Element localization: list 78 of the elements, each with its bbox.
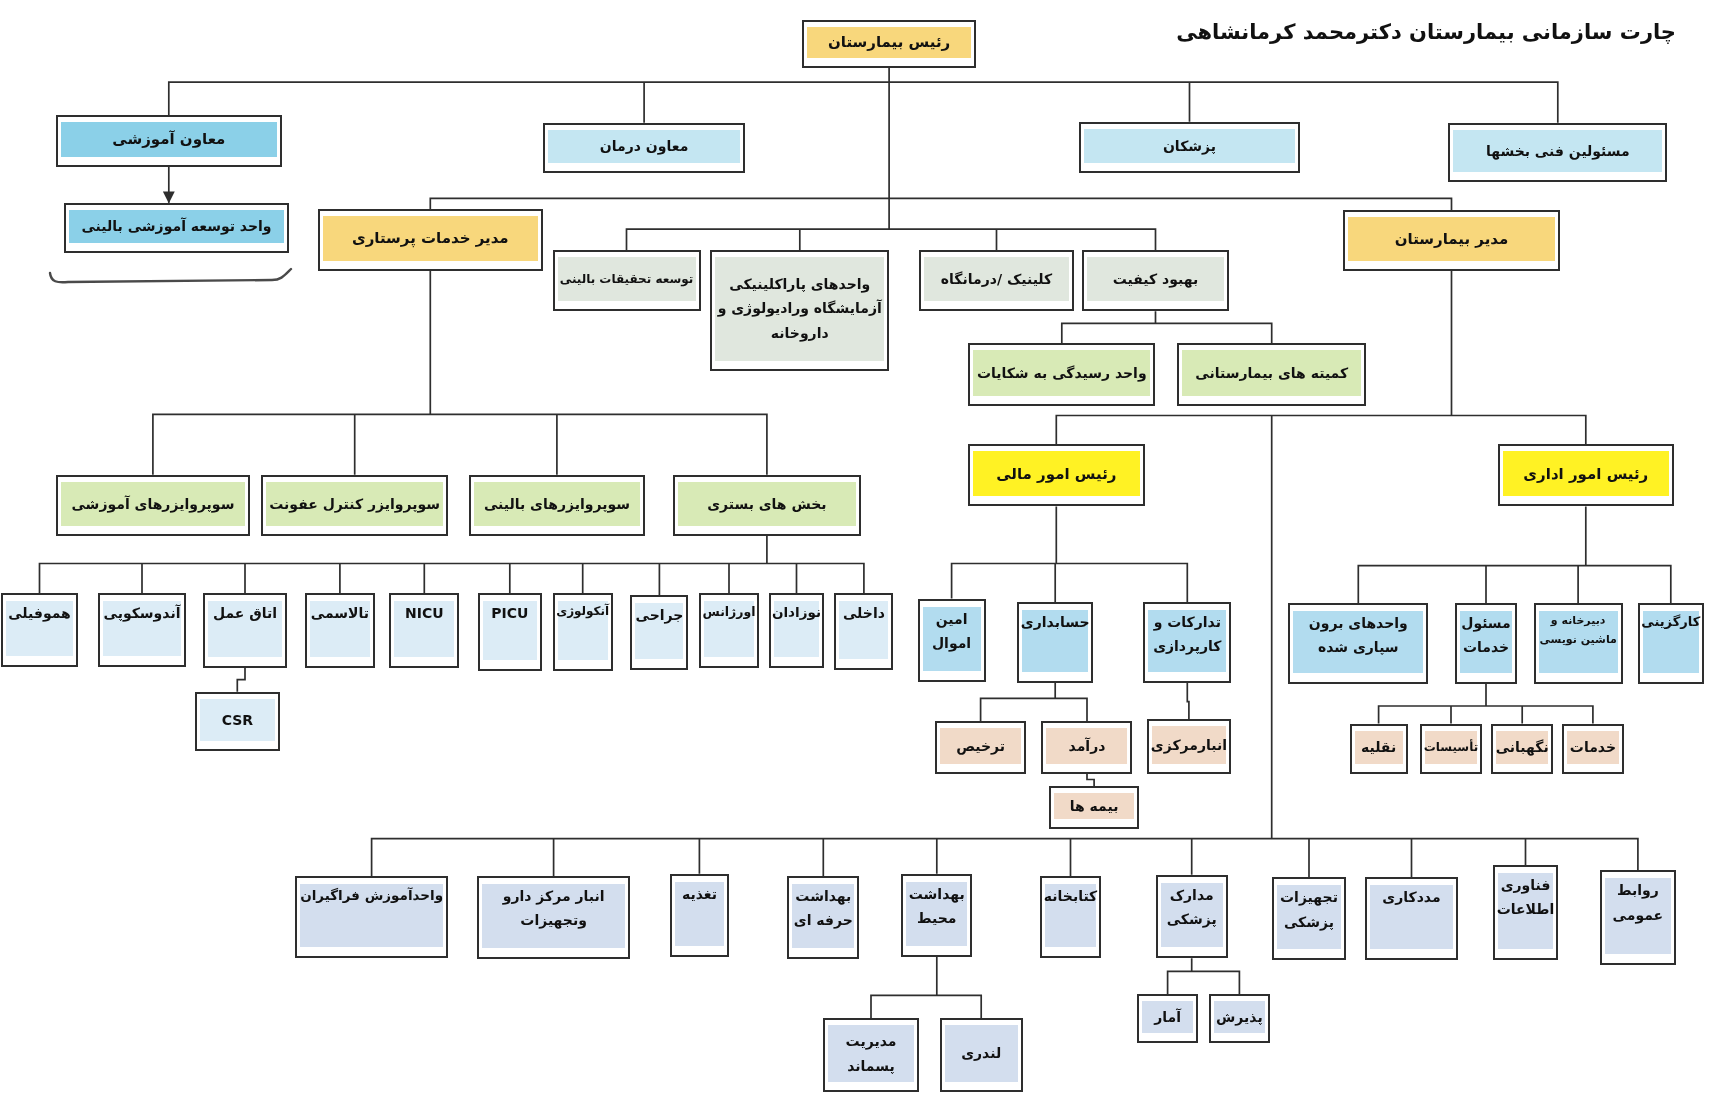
department-box: امین اموال [917, 598, 986, 682]
department-box: نقلیه [1349, 723, 1408, 774]
department-box: تدارکات و کارپردازی [1143, 601, 1232, 683]
department-box: رئیس بیمارستان [802, 19, 976, 68]
department-box: هموفیلی [1, 593, 78, 667]
connector-line [1377, 683, 1594, 725]
department-box: پذیرش [1209, 994, 1270, 1043]
connector-line [1166, 957, 1241, 996]
department-box: مسئولین فنی بخشها [1448, 122, 1668, 182]
department-box: داخلی [834, 593, 894, 670]
connector-line [370, 269, 1639, 878]
department-box: مددکاری [1364, 877, 1459, 961]
chart-title: چارت سازمانی بیمارستان دکترمحمد کرمانشاهی [1176, 19, 1676, 46]
department-box: کلینیک /درمانگاه [918, 249, 1075, 312]
department-box: حسابداری [1017, 601, 1093, 683]
department-box: مدیر بیمارستان [1342, 210, 1561, 271]
department-box: دبیرخانه و ماشین نویسی [1533, 602, 1623, 685]
department-box: تجهیزات پزشکی [1271, 877, 1347, 961]
department-box: واحدآموزش فراگیران [294, 875, 449, 959]
connector-line [167, 67, 1559, 251]
department-box: واحدهای پاراکلینیکی آزمایشگاه ورادیولوژی و داروخانه [710, 249, 890, 371]
department-box: بهداشت حرفه ای [787, 875, 860, 960]
department-box: آمار [1136, 994, 1199, 1043]
department-box: مدیریت پسماند [823, 1018, 919, 1092]
department-box: فناوری اطلاعات [1493, 864, 1558, 961]
department-box: سوپروایزرهای آموزشی [55, 474, 250, 537]
department-box: اتاق عمل [202, 593, 288, 668]
connector-line [1060, 310, 1273, 344]
connector-line [870, 956, 983, 1020]
connector-line [152, 269, 768, 476]
department-box: مدارک پزشکی [1155, 874, 1228, 959]
department-box: بهداشت محیط [901, 873, 973, 958]
arrow [162, 165, 175, 204]
department-box: نوزادان [768, 593, 825, 668]
department-box: اورژانس [699, 593, 759, 668]
connector-line [950, 505, 1189, 603]
connector-line [1086, 773, 1095, 787]
department-box: تأسیسات [1419, 723, 1483, 774]
department-box: پزشکان [1078, 121, 1301, 174]
department-box: مدیر خدمات پرستاری [317, 209, 543, 271]
department-box: رئیس امور مالی [968, 444, 1145, 507]
connector-line [38, 535, 865, 597]
department-box: انبار مرکز دارو وتجهیزات [476, 875, 631, 960]
connector-line [979, 682, 1088, 723]
department-box: بخش های بستری [673, 474, 861, 537]
department-box: روابط عمومی [1599, 870, 1677, 965]
department-box: سوپروایزرهای بالینی [469, 474, 645, 537]
connector-line [236, 666, 246, 693]
department-box: کمیته های بیمارستانی [1177, 343, 1366, 406]
department-box: تغذیه [669, 873, 729, 958]
department-box: معاون آموزشی [55, 115, 282, 167]
department-box: سوپروایزر کنترل عفونت [260, 474, 449, 537]
department-box: کارگزینی [1637, 602, 1704, 685]
department-box: خدمات [1562, 723, 1624, 774]
department-box: مسئول خدمات [1454, 602, 1518, 685]
department-box: نگهبانی [1490, 723, 1554, 774]
department-box: واحدهای برون سپاری شده [1288, 602, 1429, 685]
department-box: آندوسکوپی [97, 593, 187, 667]
department-box: درآمد [1041, 721, 1133, 774]
department-box: جراحی [630, 595, 689, 670]
department-box: بهبود کیفیت [1082, 249, 1229, 312]
department-box: واحد رسیدگی به شکایات [968, 343, 1156, 406]
connector-line [1357, 505, 1672, 604]
department-box: PICU [478, 593, 542, 671]
department-box: تالاسمی [304, 593, 375, 668]
department-box: ترخیص [935, 721, 1027, 774]
department-box: لندری [939, 1018, 1023, 1092]
department-box: انبارمرکزی [1146, 719, 1232, 774]
department-box: CSR [195, 691, 280, 751]
department-box: آنکولوژی [552, 593, 613, 671]
connector-line [1186, 682, 1190, 721]
department-box: رئیس امور اداری [1497, 444, 1675, 507]
department-box: NICU [389, 593, 460, 668]
department-box: بیمه ها [1049, 786, 1140, 829]
department-box: کتابخانه [1040, 875, 1101, 959]
department-box: توسعه تحقیقات بالینی [552, 249, 701, 312]
department-box: واحد توسعه آموزشی بالینی [63, 202, 290, 254]
department-box: معاون درمان [542, 122, 746, 174]
